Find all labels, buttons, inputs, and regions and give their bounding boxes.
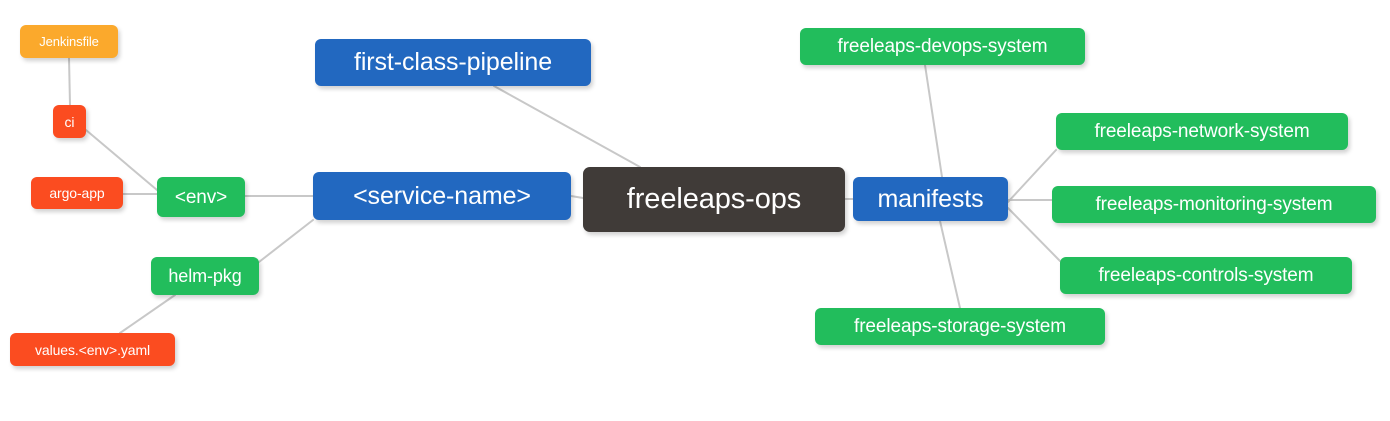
edge-manifests-to-storage-system: [939, 220, 961, 309]
node-values-env-yaml[interactable]: values.<env>.yaml: [10, 333, 175, 366]
node-monitoring-system[interactable]: freeleaps-monitoring-system: [1052, 186, 1376, 223]
edge-service-name-to-freeleaps-ops: [570, 195, 584, 199]
edge-jenkinsfile-to-ci: [68, 57, 71, 106]
node-manifests[interactable]: manifests: [853, 177, 1008, 221]
node-argo-app[interactable]: argo-app: [31, 177, 123, 209]
edge-manifests-to-network-system: [1007, 149, 1057, 203]
node-network-system[interactable]: freeleaps-network-system: [1056, 113, 1348, 150]
node-ci[interactable]: ci: [53, 105, 86, 138]
edge-first-class-pipeline-to-freeleaps-ops: [493, 85, 641, 168]
edge-helm-pkg-to-values-env-yaml: [119, 294, 176, 334]
edge-service-name-to-helm-pkg: [258, 219, 314, 263]
node-devops-system[interactable]: freeleaps-devops-system: [800, 28, 1085, 65]
node-env[interactable]: <env>: [157, 177, 245, 217]
node-controls-system[interactable]: freeleaps-controls-system: [1060, 257, 1352, 294]
node-storage-system[interactable]: freeleaps-storage-system: [815, 308, 1105, 345]
node-first-class-pipeline[interactable]: first-class-pipeline: [315, 39, 591, 86]
node-service-name[interactable]: <service-name>: [313, 172, 571, 220]
node-helm-pkg[interactable]: helm-pkg: [151, 257, 259, 295]
node-freeleaps-ops[interactable]: freeleaps-ops: [583, 167, 845, 232]
edge-devops-system-to-manifests: [924, 64, 943, 178]
node-jenkinsfile[interactable]: Jenkinsfile: [20, 25, 118, 58]
